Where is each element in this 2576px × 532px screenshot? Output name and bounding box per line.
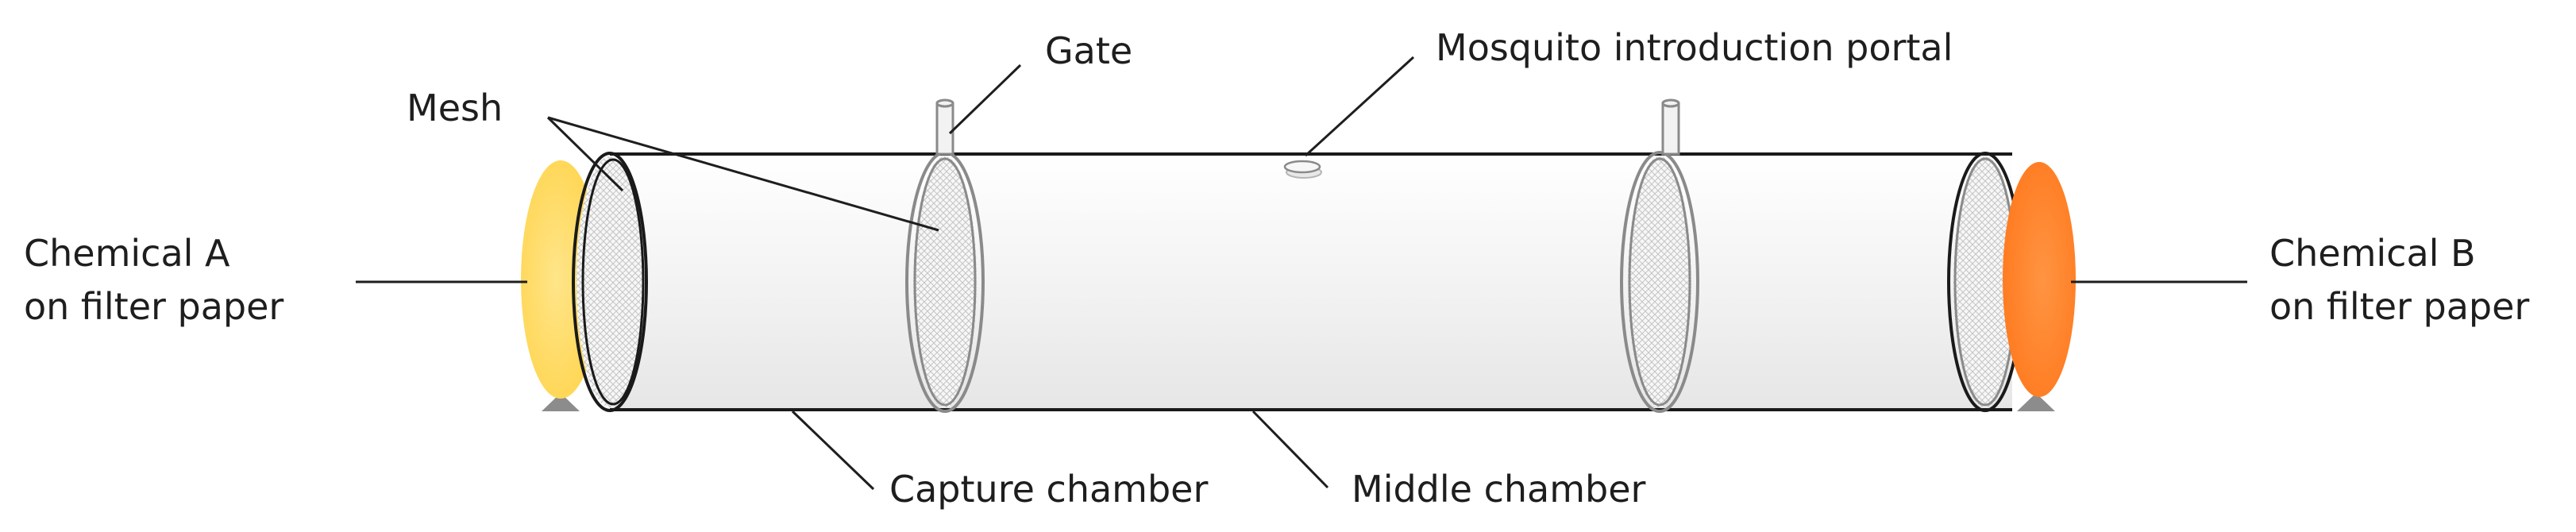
right-divider-ring-outer xyxy=(1620,151,1699,413)
left-gate-handle-top xyxy=(935,98,954,108)
right-gate-handle-top xyxy=(1661,98,1680,108)
chemical-b-filter-paper xyxy=(2003,162,2076,397)
portal-leader xyxy=(1304,56,1415,157)
right-stand xyxy=(2017,393,2055,411)
leader-lines xyxy=(356,56,2247,491)
left-end-ring-inner xyxy=(581,158,645,406)
middle-chamber-leader xyxy=(1251,410,1329,489)
right-divider-ring-inner xyxy=(1628,157,1691,407)
right-divider-mesh xyxy=(1628,156,1691,407)
chemical-b-label-line2: on filter paper xyxy=(2269,285,2529,328)
mesh-leader-1 xyxy=(546,116,624,192)
middle-chamber-label: Middle chamber xyxy=(1352,468,1646,511)
left-end-mesh xyxy=(577,156,643,407)
left-gate-handle xyxy=(935,102,954,156)
left-divider-ring-inner xyxy=(913,157,977,407)
left-divider-mesh xyxy=(913,156,977,407)
right-end-mesh xyxy=(1953,156,2017,407)
mosquito-introduction-portal xyxy=(1283,160,1321,174)
left-end-ring-outer xyxy=(572,152,648,412)
gate-label: Gate xyxy=(1045,29,1132,72)
chemical-b-label-line1: Chemical B xyxy=(2269,232,2476,275)
mesh-leader-2 xyxy=(547,116,939,232)
chemical-a-label-line2: on filter paper xyxy=(24,285,283,328)
right-gate-handle xyxy=(1661,102,1680,156)
capture-chamber-leader xyxy=(791,410,875,491)
gate-leader xyxy=(948,64,1022,135)
mesh-label: Mesh xyxy=(407,87,503,129)
portal-label: Mosquito introduction portal xyxy=(1436,26,1953,69)
tube-body xyxy=(610,154,2012,410)
capture-chamber-label: Capture chamber xyxy=(889,468,1208,511)
chemical-a-label-line1: Chemical A xyxy=(24,232,230,275)
left-stand xyxy=(542,393,580,411)
